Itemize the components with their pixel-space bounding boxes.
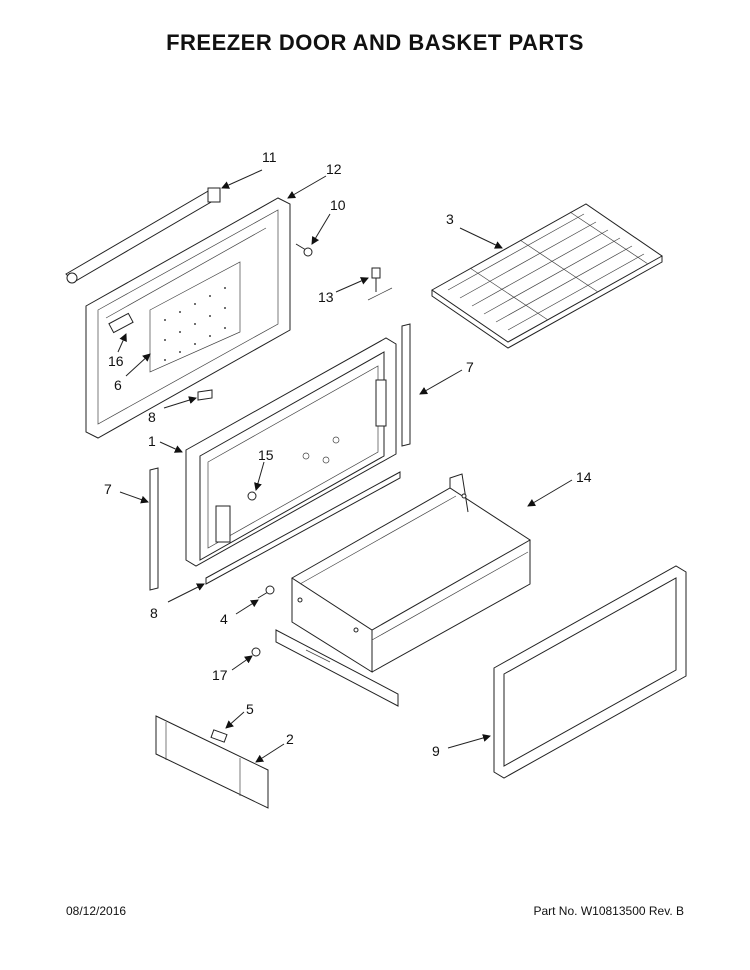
part-bracket-lower [205, 471, 401, 585]
callout-10: 10 [330, 197, 346, 213]
part-side-trim-left [149, 467, 159, 591]
footer-part-number: Part No. W10813500 Rev. B [533, 904, 684, 918]
part-clip-5 [210, 729, 228, 743]
footer-date: 08/12/2016 [66, 904, 127, 918]
part-door-gasket [493, 565, 687, 779]
callout-8-lower: 8 [150, 605, 158, 621]
callout-15: 15 [258, 447, 274, 463]
part-drawer-front-bracket [155, 715, 269, 809]
callout-labels: 11 12 10 3 13 16 6 7 8 1 15 7 14 8 4 17 … [104, 149, 592, 759]
callout-13: 13 [318, 289, 334, 305]
part-outer-door-panel [85, 197, 291, 439]
callout-leaders [117, 169, 573, 763]
callout-3: 3 [446, 211, 454, 227]
part-bracket-upper [197, 389, 213, 401]
part-inner-door-liner [185, 337, 397, 567]
callout-17: 17 [212, 667, 228, 683]
callout-6: 6 [114, 377, 122, 393]
callout-9: 9 [432, 743, 440, 759]
part-screw-10 [295, 243, 313, 257]
callout-14: 14 [576, 469, 592, 485]
page-title: FREEZER DOOR AND BASKET PARTS [166, 30, 584, 55]
callout-1: 1 [148, 433, 156, 449]
part-bumper-15 [247, 491, 257, 501]
insulation-dot-grid [164, 287, 226, 361]
part-slide-rail [251, 629, 399, 707]
part-handle-rod [65, 187, 221, 284]
part-screw-4 [257, 585, 275, 599]
part-basket-drawer [291, 473, 531, 673]
callout-5: 5 [246, 701, 254, 717]
part-screw-13 [367, 267, 393, 301]
callout-7-right: 7 [466, 359, 474, 375]
part-shelf-grid [431, 203, 663, 349]
callout-16: 16 [108, 353, 124, 369]
callout-4: 4 [220, 611, 228, 627]
callout-7-left: 7 [104, 481, 112, 497]
part-side-trim-right [401, 323, 411, 447]
callout-12: 12 [326, 161, 342, 177]
callout-11: 11 [262, 149, 277, 165]
callout-8-upper: 8 [148, 409, 156, 425]
callout-2: 2 [286, 731, 294, 747]
